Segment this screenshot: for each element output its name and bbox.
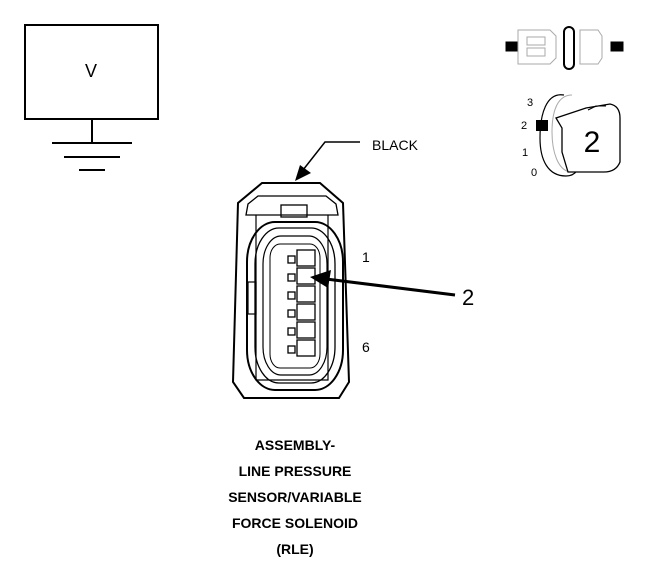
key-position-marker bbox=[536, 120, 548, 131]
callout-label: 2 bbox=[462, 285, 474, 310]
voltmeter-box bbox=[24, 24, 159, 120]
connector-caption: ASSEMBLY- LINE PRESSURE SENSOR/VARIABLE … bbox=[150, 432, 440, 562]
voltmeter-label: V bbox=[85, 61, 97, 81]
key-position-1: 1 bbox=[522, 147, 528, 159]
connector-face bbox=[231, 182, 351, 399]
callout-arrow bbox=[310, 270, 456, 297]
key-position-icon bbox=[536, 94, 621, 177]
caption-line: FORCE SOLENOID bbox=[231, 515, 358, 531]
terminal-cavity bbox=[287, 321, 316, 339]
connector-color-label: BLACK bbox=[372, 137, 419, 153]
pin-label-first: 1 bbox=[362, 249, 370, 265]
connector-terminals bbox=[287, 249, 316, 357]
terminal-cavity bbox=[287, 303, 316, 321]
key-position-2: 2 bbox=[521, 120, 527, 132]
pin-label-last: 6 bbox=[362, 339, 370, 355]
voltmeter-ground-symbol bbox=[24, 24, 159, 171]
terminal-cavity bbox=[287, 339, 316, 357]
terminal-cavity bbox=[287, 285, 316, 303]
terminal-cavity bbox=[287, 267, 316, 285]
key-selected-position: 2 bbox=[584, 126, 601, 159]
caption-line: (RLE) bbox=[276, 541, 314, 557]
key-position-3: 3 bbox=[527, 97, 533, 109]
terminal-cavity bbox=[287, 249, 316, 267]
caption-line: LINE PRESSURE bbox=[238, 463, 352, 479]
key-position-0: 0 bbox=[531, 167, 537, 179]
color-leader-arrow bbox=[295, 141, 360, 181]
caption-line: SENSOR/VARIABLE bbox=[228, 489, 362, 505]
caption-line: ASSEMBLY- bbox=[254, 437, 336, 453]
connector-plug-icon bbox=[505, 26, 624, 70]
